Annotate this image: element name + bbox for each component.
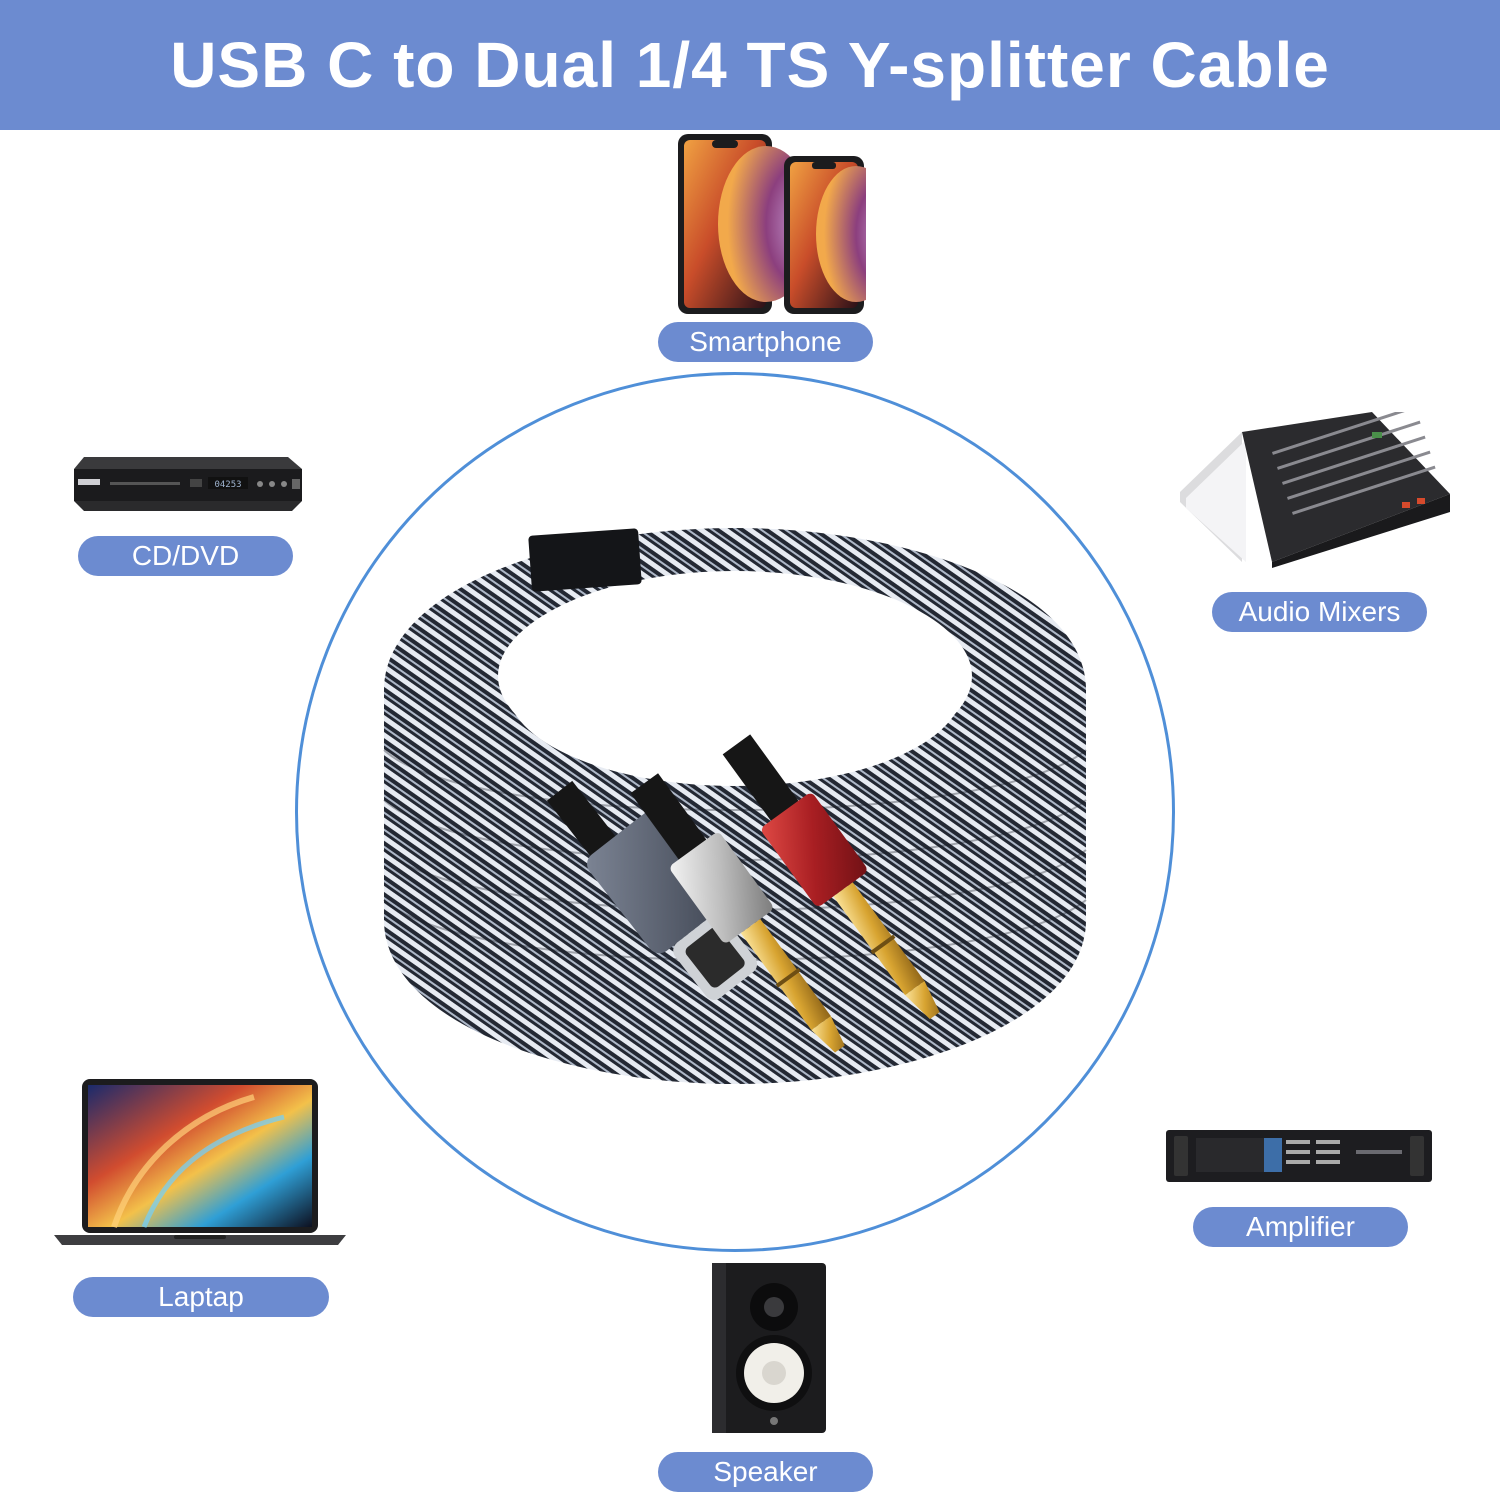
laptop-icon [54,1077,346,1249]
speaker-icon [710,1261,828,1435]
laptop-label-pill: Laptap [73,1277,329,1317]
laptop-label: Laptap [158,1281,244,1312]
amplifier-label: Amplifier [1246,1211,1355,1242]
cd-dvd-label: CD/DVD [131,540,240,571]
smartphone-label: Smartphone [689,326,842,357]
smartphone-label-pill: Smartphone [658,322,873,362]
dvd-display-text: 04253 [214,480,241,490]
usb-c-to-dual-ts-cable-image [370,500,1100,1125]
speaker-label: Speaker [713,1456,818,1487]
page-title: USB C to Dual 1/4 TS Y-splitter Cable [170,29,1330,101]
dvd-player-icon: 04253 [70,455,305,517]
mixer-icon [1172,412,1452,572]
audio-mixers-label-pill: Audio Mixers [1212,592,1427,632]
title-banner: USB C to Dual 1/4 TS Y-splitter Cable [0,0,1500,130]
cd-dvd-label-pill: CD/DVD [78,536,293,576]
amplifier-icon [1166,1126,1432,1186]
speaker-label-pill: Speaker [658,1452,873,1492]
audio-mixers-label: Audio Mixers [1238,596,1401,627]
smartphone-icon [676,134,866,316]
amplifier-label-pill: Amplifier [1193,1207,1408,1247]
